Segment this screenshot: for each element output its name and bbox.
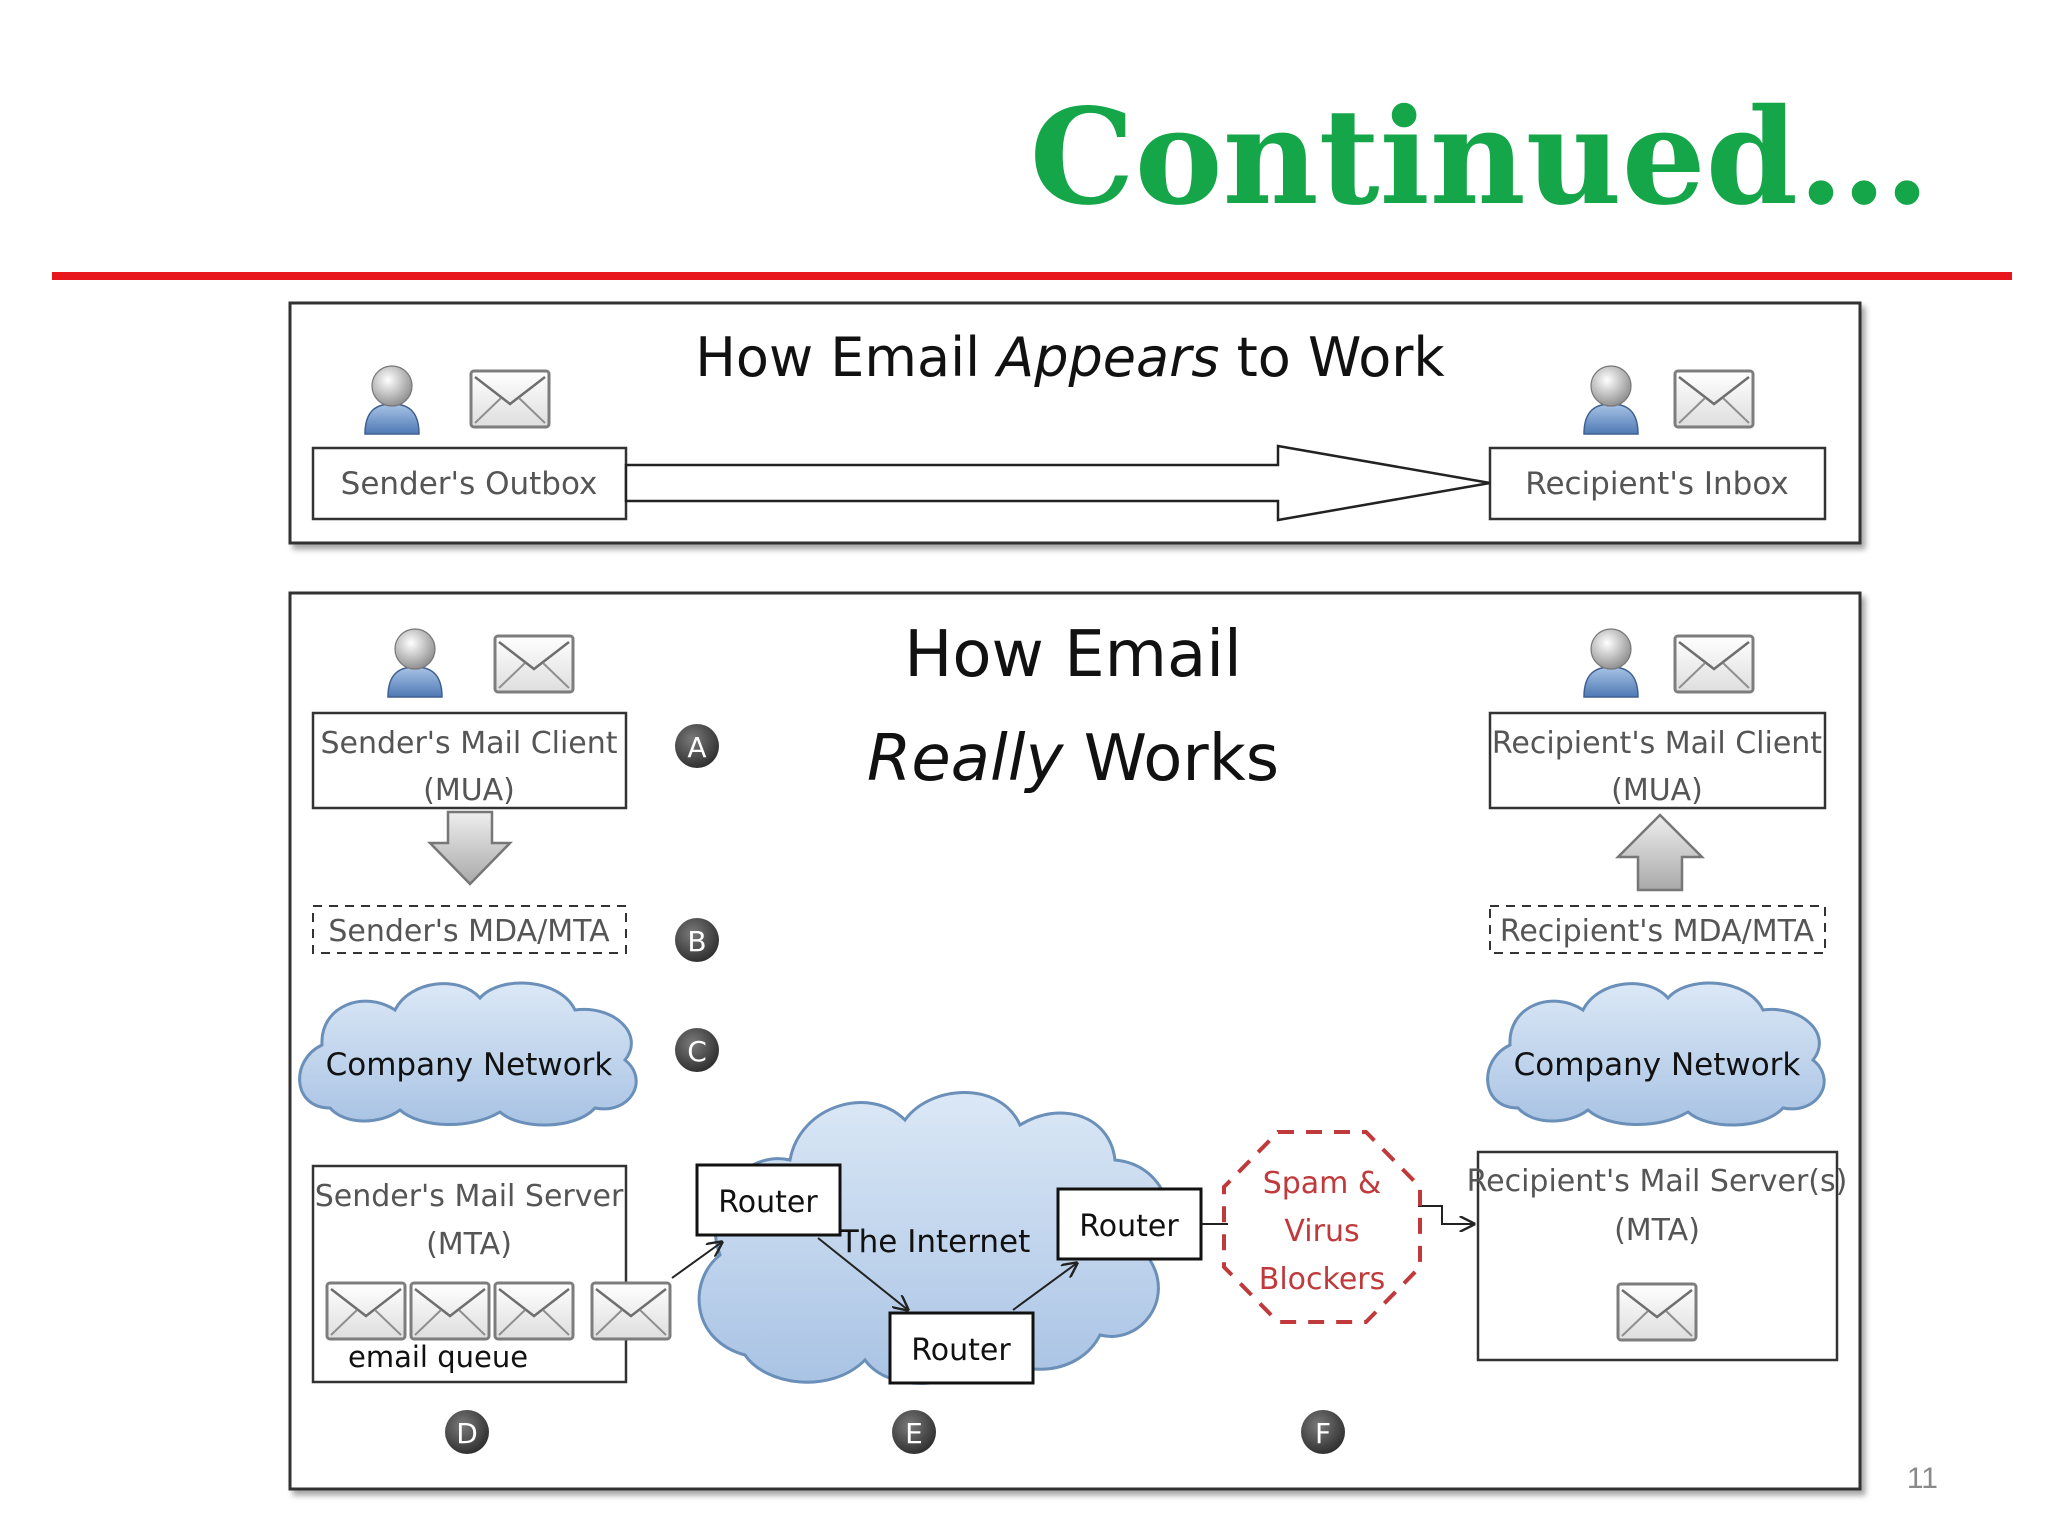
recipient-mail-client-box <box>1488 711 1827 810</box>
senders-outbox-label: Sender's Outbox <box>341 466 598 502</box>
outgoing-envelope-icon <box>590 1281 672 1341</box>
marker-f: F <box>1301 1410 1345 1454</box>
sender-network-label: Company Network <box>326 1047 613 1083</box>
router-box-3 <box>888 1311 1035 1385</box>
sender-network-cloud-icon <box>298 981 638 1127</box>
sender-client-envelope-icon <box>493 634 575 694</box>
router-box-2 <box>1056 1187 1203 1261</box>
marker-e: E <box>892 1410 936 1454</box>
sender-mail-server-label: Sender's Mail Server <box>315 1179 624 1214</box>
direct-arrow-icon <box>624 444 1491 522</box>
sender-mail-client-sub: (MUA) <box>423 773 515 808</box>
marker-b: B <box>675 918 719 962</box>
queue-envelope-icon <box>493 1281 575 1341</box>
really-panel: How Email Really Works Sender's Mail Cli… <box>288 591 1862 1491</box>
svg-text:B: B <box>687 925 706 958</box>
router-label-2: Router <box>1079 1209 1179 1244</box>
really-heading-line2: Really Works <box>867 722 1279 796</box>
queue-to-router-arrow <box>671 1242 722 1279</box>
router-label-1: Router <box>718 1185 818 1220</box>
sender-envelope-icon <box>469 369 551 429</box>
sender-mail-client-box <box>311 711 628 810</box>
really-heading-line1: How Email <box>904 618 1242 692</box>
svg-text:A: A <box>687 731 706 764</box>
down-arrow-icon <box>427 810 513 886</box>
recipient-mail-server-label: Recipient's Mail Server(s) <box>1467 1164 1848 1199</box>
sender-mail-server-box <box>311 1164 628 1384</box>
recipient-client-envelope-icon <box>1673 634 1755 694</box>
router1-to-router3-arrow <box>817 1237 908 1310</box>
recipient-mail-client-sub: (MUA) <box>1611 773 1703 808</box>
blocker-label-2: Virus <box>1284 1214 1359 1249</box>
page-number: 11 <box>1906 1462 1938 1495</box>
router-label-3: Router <box>911 1333 1011 1368</box>
title-rule <box>52 272 2012 280</box>
sender-mda-box <box>312 905 627 954</box>
recipient-server-envelope-icon <box>1616 1282 1698 1342</box>
slide-title: Continued… <box>1029 80 1930 235</box>
svg-text:F: F <box>1315 1417 1331 1450</box>
blocker-label-3: Blockers <box>1259 1262 1386 1297</box>
email-queue-label: email queue <box>348 1340 528 1374</box>
recipient-network-cloud-icon <box>1486 981 1826 1127</box>
recipients-inbox-label: Recipient's Inbox <box>1525 466 1788 502</box>
blocker-to-server-arrow <box>1418 1205 1474 1224</box>
router3-to-router2-arrow <box>1012 1263 1077 1311</box>
recipient-mda-box <box>1489 905 1826 954</box>
spam-blocker-octagon-icon <box>1222 1130 1422 1324</box>
svg-text:D: D <box>456 1417 478 1450</box>
svg-text:C: C <box>687 1035 707 1068</box>
marker-d: D <box>445 1410 489 1454</box>
recipient-mail-server-sub: (MTA) <box>1614 1213 1700 1248</box>
marker-c: C <box>675 1028 719 1072</box>
router-box-1 <box>695 1163 842 1237</box>
up-arrow-icon <box>1614 813 1706 892</box>
marker-a: A <box>675 724 719 768</box>
recipient-mail-client-label: Recipient's Mail Client <box>1492 726 1822 761</box>
appears-panel: How Email Appears to Work Sender's Outbo… <box>288 301 1862 545</box>
appears-heading: How Email Appears to Work <box>695 326 1445 389</box>
recipient-network-label: Company Network <box>1514 1047 1801 1083</box>
blocker-label-1: Spam & <box>1263 1166 1382 1201</box>
queue-envelope-icon <box>409 1281 491 1341</box>
sender-mail-client-label: Sender's Mail Client <box>320 726 617 761</box>
recipient-envelope-icon <box>1673 369 1755 429</box>
svg-text:E: E <box>905 1417 923 1450</box>
recipient-mda-label: Recipient's MDA/MTA <box>1500 914 1815 949</box>
queue-envelope-icon <box>325 1281 407 1341</box>
sender-mail-server-sub: (MTA) <box>426 1227 512 1262</box>
internet-label: The Internet <box>839 1224 1031 1260</box>
recipients-inbox-box <box>1488 446 1827 521</box>
sender-mda-label: Sender's MDA/MTA <box>328 914 610 949</box>
